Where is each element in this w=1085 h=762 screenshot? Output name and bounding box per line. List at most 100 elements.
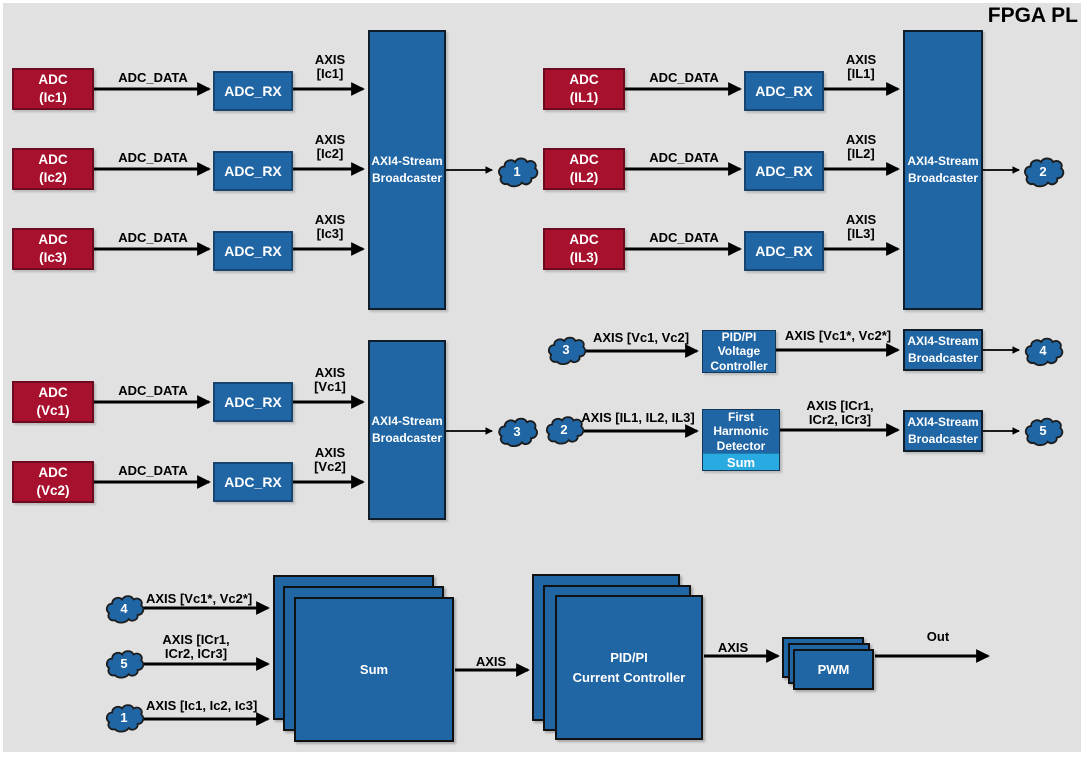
adc-rx-block-il3: ADC_RX bbox=[744, 231, 824, 271]
cloud-node-5: 5 bbox=[1023, 416, 1064, 447]
broadcaster-label-line1: AXI4-Stream bbox=[907, 414, 979, 429]
adc-block-ic1: ADC (Ic1) bbox=[12, 68, 94, 110]
axis-label-line2: [Vc1] bbox=[314, 379, 346, 394]
axis-label-line1: AXIS bbox=[845, 212, 877, 227]
cloud-icon bbox=[1024, 157, 1065, 188]
axi4-broadcaster-vc: AXI4-Stream Broadcaster bbox=[368, 340, 446, 520]
axi4-broadcaster-ic: AXI4-Stream Broadcaster bbox=[368, 30, 446, 310]
axis-label-line1: AXIS bbox=[845, 52, 877, 67]
axis-label-icr-ref: AXIS [ICr1, ICr2, ICr3] bbox=[162, 633, 229, 661]
block-label-line3: Controller bbox=[710, 358, 768, 373]
pid-pi-voltage-controller-block: PID/PI Voltage Controller bbox=[702, 330, 776, 373]
cloud-number: 2 bbox=[1039, 163, 1047, 179]
cloud-number: 3 bbox=[513, 423, 521, 439]
adc-rx-block-il1: ADC_RX bbox=[744, 71, 824, 111]
first-harmonic-detector-block: First Harmonic Detector Sum bbox=[702, 409, 780, 471]
axis-label-vc2: AXIS [Vc2] bbox=[314, 446, 346, 474]
axis-label-line1: AXIS bbox=[314, 445, 346, 460]
adc-block-vc2: ADC (Vc2) bbox=[12, 461, 94, 503]
cloud-node-2-input: 2 bbox=[545, 413, 585, 447]
adc-block-vc1: ADC (Vc1) bbox=[12, 381, 94, 423]
cloud-node-3: 3 bbox=[497, 416, 538, 448]
adc-label-line1: ADC bbox=[569, 152, 599, 168]
cloud-node-4-input: 4 bbox=[105, 593, 145, 625]
adc-label-line2: (Vc1) bbox=[36, 403, 70, 418]
controller-stack-layer-front: PID/PI Current Controller bbox=[555, 595, 703, 740]
axis-label-ic2: AXIS [Ic2] bbox=[315, 133, 345, 161]
cloud-number: 3 bbox=[562, 342, 570, 357]
controller-label-line1: PID/PI bbox=[610, 650, 648, 665]
adc-label-line2: (IL3) bbox=[569, 250, 599, 265]
axis-label-line2: ICr2, ICr3] bbox=[808, 412, 872, 427]
adc-block-il1: ADC (IL1) bbox=[543, 68, 625, 110]
axis-label-vc1s-vc2s: AXIS [Vc1*, Vc2*] bbox=[784, 328, 892, 343]
axis-label-il1: AXIS [IL1] bbox=[846, 53, 876, 81]
bus-label-adc-data: ADC_DATA bbox=[649, 70, 719, 85]
axis-label-out: AXIS bbox=[717, 640, 749, 655]
cloud-node-3-input: 3 bbox=[547, 334, 587, 367]
cloud-icon bbox=[105, 595, 145, 624]
adc-label-line2: (Ic3) bbox=[39, 250, 67, 265]
adc-block-il2: ADC (IL2) bbox=[543, 148, 625, 190]
adc-label-line2: (Ic1) bbox=[39, 90, 67, 105]
cloud-node-1-input: 1 bbox=[105, 702, 145, 734]
cloud-node-4: 4 bbox=[1023, 336, 1064, 367]
adc-rx-block-vc2: ADC_RX bbox=[213, 462, 293, 502]
broadcaster-label-line1: AXI4-Stream bbox=[371, 413, 443, 428]
first-harmonic-detector-label: First Harmonic Detector bbox=[703, 410, 779, 453]
axis-label-il2: AXIS [IL2] bbox=[846, 133, 876, 161]
axis-label-line2: ICr2, ICr3] bbox=[164, 646, 228, 661]
cloud-icon bbox=[105, 704, 145, 733]
adc-rx-label: ADC_RX bbox=[755, 242, 813, 259]
out-label: Out bbox=[926, 629, 950, 644]
bus-label-adc-data: ADC_DATA bbox=[649, 230, 719, 245]
bus-label-adc-data: ADC_DATA bbox=[649, 150, 719, 165]
cloud-icon bbox=[105, 650, 145, 679]
axis-label-ic3: AXIS [Ic3] bbox=[315, 213, 345, 241]
cloud-number: 5 bbox=[120, 655, 128, 671]
broadcaster-label-line2: Broadcaster bbox=[907, 351, 979, 365]
bus-label-adc-data: ADC_DATA bbox=[118, 150, 188, 165]
adc-label-line2: (Vc2) bbox=[36, 483, 70, 498]
adc-rx-label: ADC_RX bbox=[224, 473, 282, 490]
sum-label: Sum bbox=[359, 661, 389, 677]
cloud-icon bbox=[498, 157, 539, 188]
axis-label-il3: AXIS [IL3] bbox=[846, 213, 876, 241]
cloud-icon bbox=[545, 416, 585, 445]
cloud-number: 1 bbox=[120, 709, 128, 725]
cloud-icon bbox=[498, 417, 538, 447]
adc-label-line1: ADC bbox=[38, 465, 68, 481]
cloud-number: 2 bbox=[560, 421, 568, 437]
cloud-node-5-input: 5 bbox=[105, 648, 145, 680]
bus-label-adc-data: ADC_DATA bbox=[118, 463, 188, 478]
diagram-title: FPGA PL bbox=[987, 4, 1078, 27]
adc-label-line1: ADC bbox=[38, 152, 68, 168]
adc-label-line2: (IL1) bbox=[569, 90, 599, 105]
sum-stack-layer-front: Sum bbox=[294, 597, 454, 742]
axis-label-line2: [Ic2] bbox=[316, 146, 344, 161]
bus-label-adc-data: ADC_DATA bbox=[118, 70, 188, 85]
cloud-number: 1 bbox=[513, 163, 521, 179]
axis-label-line1: AXIS bbox=[314, 365, 346, 380]
cloud-icon bbox=[547, 336, 587, 365]
axis-label-vc1-vc2: AXIS [Vc1, Vc2] bbox=[592, 330, 690, 345]
axis-label-line2: [IL2] bbox=[847, 146, 875, 161]
broadcaster-label-line1: AXI4-Stream bbox=[371, 153, 443, 168]
adc-rx-label: ADC_RX bbox=[755, 162, 813, 179]
adc-rx-label: ADC_RX bbox=[755, 82, 813, 99]
broadcaster-label-line2: Broadcaster bbox=[371, 431, 443, 445]
axis-label-line2: [Ic3] bbox=[316, 226, 344, 241]
cloud-icon bbox=[1024, 417, 1064, 447]
axis-label-line1: AXIS bbox=[845, 132, 877, 147]
cloud-number: 4 bbox=[120, 600, 128, 616]
broadcaster-label-line2: Broadcaster bbox=[371, 171, 443, 185]
adc-block-ic3: ADC (Ic3) bbox=[12, 228, 94, 270]
adc-rx-block-il2: ADC_RX bbox=[744, 151, 824, 191]
controller-label-line2: Current Controller bbox=[572, 669, 686, 685]
block-label-line2: Voltage bbox=[717, 344, 761, 359]
adc-label-line2: (IL2) bbox=[569, 170, 599, 185]
cloud-node-2: 2 bbox=[1023, 155, 1065, 189]
cloud-node-1: 1 bbox=[497, 155, 539, 189]
